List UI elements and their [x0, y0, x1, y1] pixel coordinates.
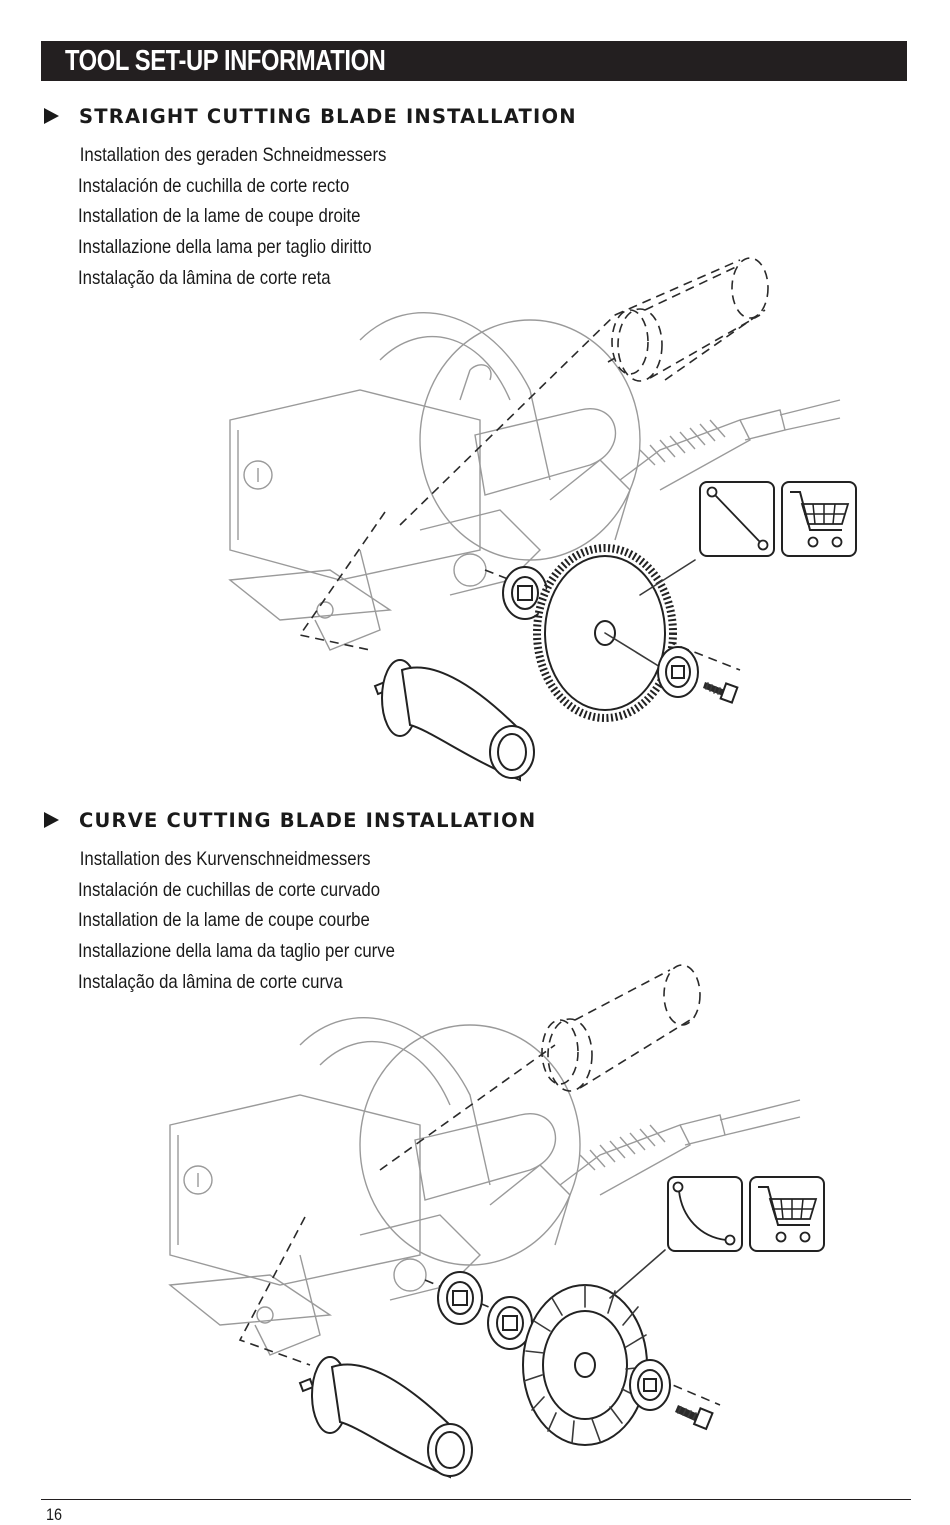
translation-es: Instalación de cuchillas de corte curvad… [78, 878, 381, 901]
side-handle [298, 1356, 473, 1479]
guide-line [379, 1044, 556, 1171]
guide-line [399, 314, 616, 526]
alternate-handle [541, 964, 701, 1092]
page-number: 16 [46, 1505, 63, 1524]
tool-body [168, 1017, 801, 1356]
alternate-handle [607, 257, 769, 382]
section-heading: STRAIGHT CUTTING BLADE INSTALLATION [44, 104, 577, 128]
translation-pt: Instalação da lâmina de corte curva [78, 970, 343, 993]
outer-flange [629, 1359, 671, 1411]
translation-fr: Installation de la lame de coupe courbe [78, 909, 370, 932]
curve-blade [522, 1284, 648, 1446]
straight-cut-icon [699, 481, 775, 557]
guide-line [238, 1216, 311, 1366]
translation-it: Installazione della lama per taglio diri… [78, 236, 372, 259]
cart-icon [781, 481, 857, 557]
guide-line [298, 511, 386, 651]
inner-flange [437, 1271, 483, 1325]
blade-bolt [675, 1405, 714, 1431]
blade-bolt [703, 682, 739, 704]
translation-fr: Installation de la lame de coupe droite [78, 205, 361, 228]
triangle-bullet-icon [44, 812, 59, 828]
straight-blade-illustration [228, 257, 857, 782]
triangle-bullet-icon [44, 108, 59, 124]
cart-icon [749, 1176, 825, 1252]
spacer-ring [487, 1296, 533, 1350]
section-title: STRAIGHT CUTTING BLADE INSTALLATION [79, 104, 577, 128]
outer-flange [657, 646, 699, 698]
translation-list: Installation des Kurvenschneidmessers In… [78, 844, 447, 997]
translation-it: Installazione della lama da taglio per c… [78, 940, 395, 963]
section-title: CURVE CUTTING BLADE INSTALLATION [79, 808, 537, 832]
translation-de: Installation des Kurvenschneidmessers [79, 848, 371, 870]
section-heading: CURVE CUTTING BLADE INSTALLATION [44, 808, 536, 832]
curve-blade-illustration [168, 964, 825, 1479]
section-banner: TOOL SET-UP INFORMATION [41, 41, 907, 81]
side-handle [373, 659, 535, 782]
translation-list: Installation des geraden Schneidmessers … [78, 140, 437, 293]
translation-de: Installation des geraden Schneidmessers [79, 144, 387, 166]
tool-body [228, 312, 841, 651]
translation-pt: Instalação da lâmina de corte reta [78, 266, 331, 289]
footer-rule [41, 1499, 911, 1500]
page-title: TOOL SET-UP INFORMATION [65, 45, 386, 77]
translation-es: Instalación de cuchilla de corte recto [78, 174, 350, 197]
curve-cut-icon [667, 1176, 743, 1252]
